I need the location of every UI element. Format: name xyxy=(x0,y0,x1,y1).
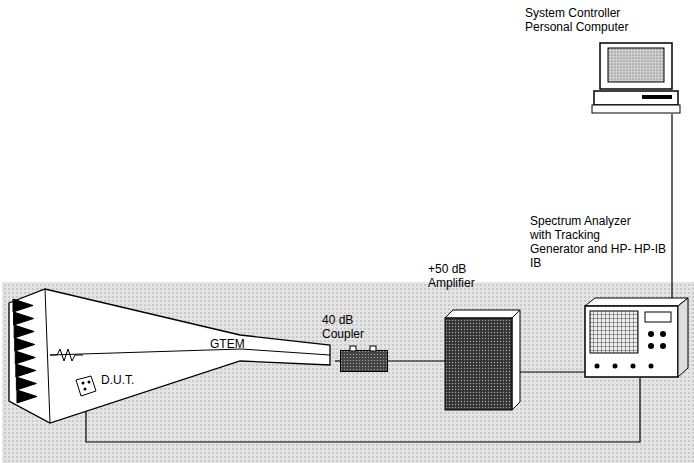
cable xyxy=(86,378,640,442)
node-label: D.U.T. xyxy=(101,373,134,387)
computer: System Controller Personal Computer xyxy=(520,0,690,115)
coupler-shape xyxy=(340,350,388,372)
gtem-cell-shape xyxy=(5,283,335,433)
cable xyxy=(520,372,585,373)
node-label: 40 dB Coupler xyxy=(322,313,384,341)
device-under-test: D.U.T. xyxy=(75,373,145,399)
bus-label: HP-IB xyxy=(632,242,668,256)
spectrum-analyzer: Spectrum Analyzer with Tracking Generato… xyxy=(525,210,691,380)
gtem-cell: GTEM D.U.T. xyxy=(5,283,335,433)
device-under-test-shape xyxy=(75,375,97,397)
shaded-bench xyxy=(2,282,694,463)
cable xyxy=(335,361,340,362)
coupler: 40 dB Coupler xyxy=(318,313,393,375)
node-label: Spectrum Analyzer with Tracking Generato… xyxy=(530,214,642,270)
node-label: System Controller Personal Computer xyxy=(525,6,655,34)
node-label: +50 dB Amplifier xyxy=(428,262,508,290)
node-label: GTEM xyxy=(210,337,245,351)
computer-shape xyxy=(590,42,682,114)
cable xyxy=(672,114,673,298)
cable xyxy=(388,361,445,362)
amplifier: +50 dB Amplifier xyxy=(428,262,528,412)
spectrum-analyzer-shape xyxy=(585,298,688,378)
amplifier-shape xyxy=(445,310,520,410)
